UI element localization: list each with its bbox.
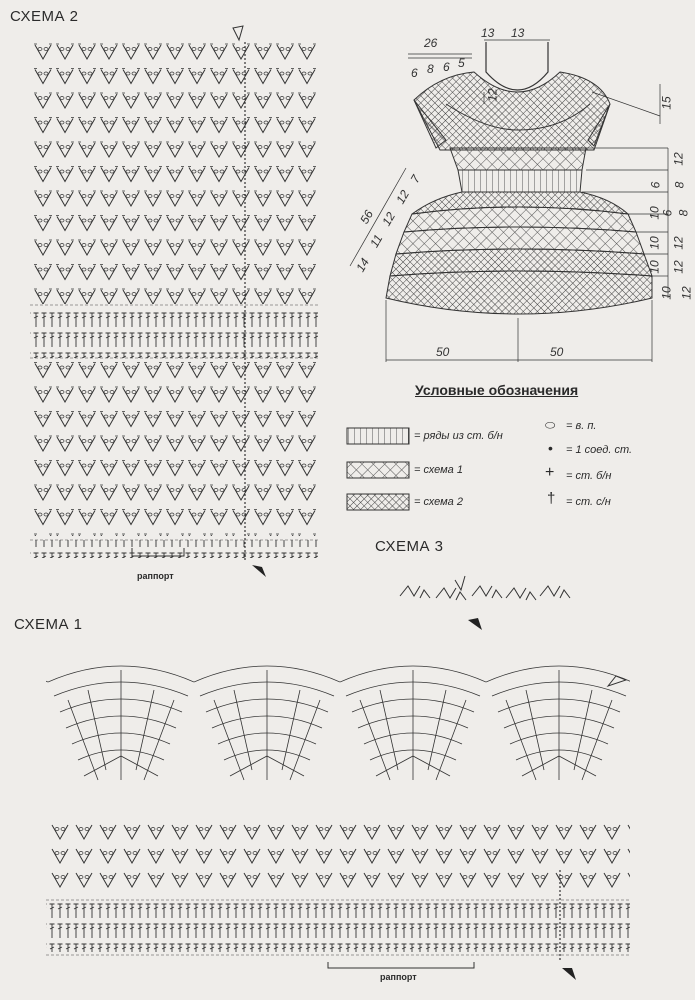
dim-right-8: 10 (647, 260, 662, 274)
legend-symbol-chain: = в. п. (566, 420, 597, 432)
dim-right-0: 12 (671, 152, 686, 166)
legend-title: Условные обозначения (415, 382, 579, 398)
scheme1-end-arrow (562, 968, 576, 980)
scheme2-base-chain (30, 304, 318, 558)
dim-right-7: 12 (671, 236, 686, 250)
legend-item-grid: = схема 2 (414, 496, 463, 508)
dress-diagram (349, 39, 669, 362)
scheme3-end-arrow (468, 618, 482, 630)
scheme1-start-arrow (606, 675, 628, 688)
dim-right-10: 10 (659, 286, 674, 300)
oval-chain-icon: ⬭ (545, 418, 556, 432)
scheme2-rapport-label: раппорт (137, 571, 174, 581)
legend-swatch-vlines (346, 427, 410, 445)
dim-right-1: 8 (672, 181, 687, 189)
dim-right-2: 6 (648, 181, 663, 189)
legend-symbol-slip: = 1 соед. ст. (566, 444, 633, 456)
scheme2-end-arrow (252, 565, 266, 577)
legend-symbol-sc: = ст. б/н (566, 470, 612, 482)
scheme3-title: СХЕМА 3 (375, 538, 444, 555)
scheme2-start-arrow (232, 25, 244, 42)
dim-sleeve-15: 15 (659, 96, 674, 110)
dim-top-13a: 13 (481, 26, 495, 40)
dim-neck-12: 12 (485, 88, 500, 102)
dim-right-9: 12 (671, 260, 686, 274)
legend-swatch-grid (346, 493, 410, 511)
scheme2-title: СХЕМА 2 (10, 8, 79, 25)
scheme3-chart (399, 575, 571, 601)
plus-sc-icon: + (545, 464, 555, 481)
dim-right-11: 12 (679, 286, 694, 300)
dim-top-13b: 13 (511, 26, 525, 40)
dim-right-4: 6 (660, 209, 675, 217)
legend-item-cross: = схема 1 (414, 464, 463, 476)
dim-right-6: 10 (647, 236, 662, 250)
legend-symbol-dc: = ст. с/н (566, 496, 611, 508)
dim-top-26: 26 (424, 36, 438, 50)
dim-shoulder-6b: 6 (443, 60, 450, 74)
dim-bottom-50a: 50 (436, 345, 450, 359)
legend-item-vlines: = ряды из ст. б/н (414, 430, 503, 442)
dot-slip-icon: • (548, 440, 553, 456)
dim-shoulder-5: 5 (458, 56, 465, 70)
scheme1-title: СХЕМА 1 (14, 616, 83, 633)
dim-right-5: 8 (676, 209, 691, 217)
dim-shoulder-6a: 6 (411, 66, 418, 80)
legend-swatch-cross (346, 461, 410, 479)
dim-shoulder-8: 8 (427, 62, 434, 76)
scheme1-rapport-label: раппорт (380, 972, 417, 982)
dagger-dc-icon: † (547, 490, 556, 507)
dim-bottom-50b: 50 (550, 345, 564, 359)
